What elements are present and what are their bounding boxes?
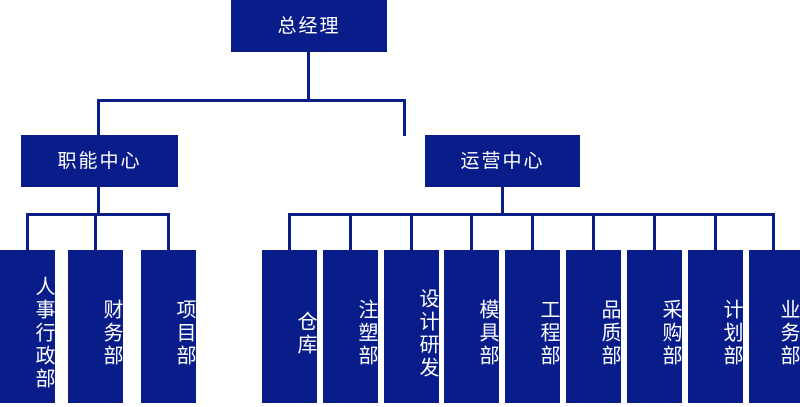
node-general-manager[interactable]: 总经理 bbox=[231, 0, 387, 52]
connector-level2-bus bbox=[97, 99, 406, 102]
connector-functional-stem bbox=[97, 187, 100, 215]
node-label: 总经理 bbox=[277, 14, 341, 37]
connector-functional-bus bbox=[26, 213, 170, 216]
node-label: 工程部 bbox=[537, 299, 561, 368]
connector-drop-quality bbox=[592, 213, 595, 251]
node-label: 模具部 bbox=[476, 299, 500, 368]
node-label: 采购部 bbox=[659, 299, 683, 368]
connector-drop-hr-admin bbox=[26, 213, 29, 251]
node-label: 运营中心 bbox=[460, 149, 545, 172]
node-label: 设计研发 bbox=[416, 287, 440, 380]
node-label: 职能中心 bbox=[57, 149, 142, 172]
node-label: 项目部 bbox=[173, 299, 197, 368]
connector-drop-engineering bbox=[531, 213, 534, 251]
node-warehouse-department[interactable]: 仓库 bbox=[262, 250, 318, 403]
node-label: 业务部 bbox=[777, 299, 800, 368]
connector-drop-design-rd bbox=[410, 213, 413, 251]
node-engineering-department[interactable]: 工程部 bbox=[505, 250, 561, 403]
connector-drop-project bbox=[167, 213, 170, 251]
node-mold-department[interactable]: 模具部 bbox=[444, 250, 500, 403]
connector-operations-stem bbox=[501, 187, 504, 215]
node-label: 仓库 bbox=[294, 310, 318, 357]
node-hr-admin-department[interactable]: 人事行政部 bbox=[0, 250, 56, 403]
node-operations-center[interactable]: 运营中心 bbox=[425, 135, 580, 187]
node-functional-center[interactable]: 职能中心 bbox=[21, 135, 178, 187]
node-purchasing-department[interactable]: 采购部 bbox=[627, 250, 683, 403]
node-project-department[interactable]: 项目部 bbox=[141, 250, 197, 403]
node-label: 计划部 bbox=[720, 299, 744, 368]
connector-drop-functional-center bbox=[97, 99, 100, 136]
node-label: 品质部 bbox=[598, 299, 622, 368]
connector-drop-planning bbox=[714, 213, 717, 251]
node-label: 人事行政部 bbox=[32, 276, 56, 391]
connector-drop-injection-molding bbox=[349, 213, 352, 251]
connector-drop-business bbox=[772, 213, 775, 251]
node-business-department[interactable]: 业务部 bbox=[749, 250, 800, 403]
node-label: 注塑部 bbox=[355, 299, 379, 368]
node-planning-department[interactable]: 计划部 bbox=[688, 250, 744, 403]
node-finance-department[interactable]: 财务部 bbox=[68, 250, 124, 403]
node-quality-department[interactable]: 品质部 bbox=[566, 250, 622, 403]
connector-drop-operations-center bbox=[403, 99, 406, 136]
connector-root-stem bbox=[307, 52, 310, 101]
node-label: 财务部 bbox=[100, 299, 124, 368]
connector-drop-mold bbox=[470, 213, 473, 251]
node-injection-molding-department[interactable]: 注塑部 bbox=[323, 250, 379, 403]
connector-drop-warehouse bbox=[288, 213, 291, 251]
connector-drop-finance bbox=[94, 213, 97, 251]
connector-drop-purchasing bbox=[653, 213, 656, 251]
node-design-rd-department[interactable]: 设计研发 bbox=[384, 250, 440, 403]
